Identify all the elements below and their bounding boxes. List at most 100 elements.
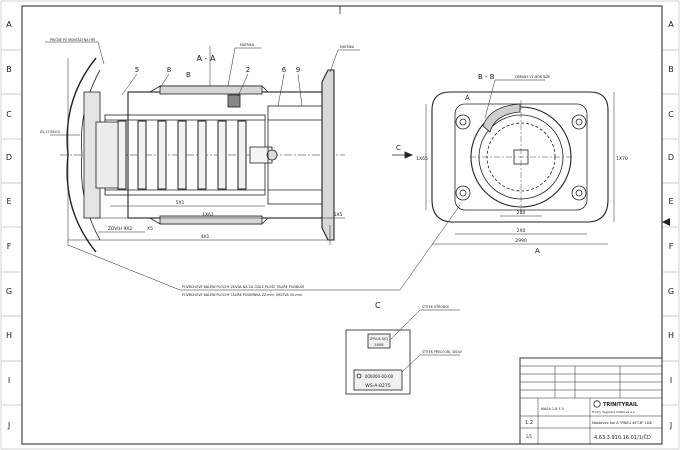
- view-c-label: C: [396, 144, 401, 152]
- dim-inner: 5X1: [176, 200, 185, 206]
- base-plate: [431, 91, 609, 223]
- bolt-hole-tr: [571, 114, 587, 130]
- section-aa: [45, 41, 461, 291]
- zone-letter: I: [8, 376, 10, 385]
- zone-letter: J: [669, 421, 672, 430]
- view-a-label-bottom: A: [535, 247, 540, 255]
- inner-frame: [21, 5, 663, 445]
- note-2: POVRCHOVÉ BALENÍ PLOCHY TALÍŘE PODMÍNKA …: [182, 292, 302, 297]
- section-aa-title: A - A: [197, 54, 216, 63]
- plate-line-3: 000000-00-00: [365, 374, 394, 379]
- balloon-9: 9: [296, 66, 300, 74]
- zone-letter: D: [6, 153, 12, 162]
- zone-letter: F: [669, 242, 674, 251]
- balloon-6: 6: [282, 66, 287, 74]
- detail-bottom-label: ŠTÍTEK PŘEDI OBJ. ŠKOLY: [422, 349, 462, 354]
- bb-dimension-texts: 2X0 2990 2X0 1X65 1X70: [416, 156, 628, 244]
- plate-top: [367, 333, 391, 349]
- detail-c: [345, 309, 460, 395]
- scale-value: 1:2: [525, 420, 533, 426]
- zone-letter: B: [6, 65, 12, 74]
- zone-letter: E: [6, 197, 11, 206]
- item-balloons: 5 8 2 6 9: [135, 66, 300, 74]
- guide-sleeve: [95, 121, 119, 189]
- section-bb-title: B - B: [478, 73, 495, 81]
- zone-letter: E: [668, 197, 673, 206]
- section-marker-b: B: [186, 71, 191, 79]
- zone-letter: H: [668, 331, 674, 340]
- zone-letters-right: A B C D E F G H I J: [668, 20, 674, 430]
- plate-line-1: ZPV-8 5/Q: [370, 337, 388, 341]
- right-housing: [267, 105, 323, 205]
- callout-mat2: MATRIKÁ: [340, 44, 355, 49]
- zone-letter: A: [6, 20, 12, 29]
- company-logo: [593, 400, 601, 408]
- company-sub: Trinity Vagonka Vráblová a.s.: [591, 410, 635, 414]
- bolt-hole-bl: [455, 185, 471, 201]
- center-mark-right: [662, 218, 670, 226]
- sheet-value: 1/1: [526, 434, 533, 439]
- dim-total: 4X1: [201, 234, 210, 240]
- block-insert: [227, 94, 241, 108]
- dim-right-w: 2X0: [517, 210, 526, 216]
- zone-letter: G: [668, 287, 674, 296]
- zone-letter: G: [6, 287, 12, 296]
- section-bb: [425, 79, 615, 245]
- zone-letter: C: [668, 110, 674, 119]
- plate-main: [353, 369, 403, 391]
- plate-line-2: 5008: [374, 343, 384, 347]
- zone-letter: D: [668, 153, 674, 162]
- bolt-hole-br: [571, 185, 587, 201]
- company-name: TRINITYRAIL: [603, 402, 639, 408]
- aa-dimension-texts: 5X1 1X61 ZDVIH 9X2 4X1 5X5 X5: [108, 200, 343, 240]
- dimension-lines: [67, 58, 345, 245]
- balloon-leaders: [121, 73, 303, 107]
- dim-plate-w: 2990: [515, 238, 527, 244]
- balloon-8: 8: [167, 66, 171, 74]
- rod-end: [266, 149, 278, 161]
- callout-right-top: OBRANY VÝ MONTÁŽE: [515, 74, 550, 79]
- balloon-2: 2: [246, 66, 250, 74]
- dim-mid: 1X61: [202, 212, 214, 218]
- zone-ticks: [1, 49, 679, 406]
- dim-plate-inner: 2X0: [517, 228, 526, 234]
- dim-end: 5X5: [334, 212, 343, 218]
- zone-letter: C: [6, 110, 12, 119]
- dim-stroke: ZDVIH 9X2: [108, 226, 133, 232]
- material-value: MASA 1.8.7.0: [541, 407, 564, 411]
- zone-letter: F: [7, 242, 12, 251]
- title-block-frame: [519, 357, 663, 445]
- detail-top-label: ŠTÍTEK VÝROBCE: [422, 304, 449, 309]
- zone-letter: J: [7, 421, 10, 430]
- zone-letters-left: A B C D E F G H I J: [6, 20, 12, 430]
- right-flange: [321, 69, 335, 241]
- balloon-5: 5: [135, 66, 139, 74]
- leader-lines: [45, 41, 461, 291]
- view-a-label-top: A: [465, 94, 470, 102]
- callout-mat1: MATRIKÁ: [240, 42, 255, 47]
- bolt-hole-tl: [455, 114, 471, 130]
- dim-flange: X5: [147, 226, 153, 232]
- note-1: POVRCHOVÉ BALENÍ PLOCHY ZDVIJA NA ZA ČID…: [182, 284, 304, 289]
- hatched-arc: [482, 103, 521, 133]
- outer-hatch-bottom: [159, 215, 263, 225]
- callout-pos: PRIČNÉ PO MONTÁŽI NA HŘÍ: [50, 37, 95, 42]
- outer-hatch-top: [159, 85, 263, 95]
- zone-letter: H: [6, 331, 12, 340]
- zone-letter: B: [668, 65, 674, 74]
- title-block: [519, 357, 663, 445]
- plate-line-4: WS-A-8275: [365, 383, 390, 389]
- detail-c-frame: [345, 329, 411, 395]
- spring-coils: [117, 120, 247, 190]
- zone-letter: I: [670, 376, 672, 385]
- zone-letter: A: [668, 20, 674, 29]
- detail-c-title: C: [375, 301, 381, 310]
- view-c-arrow: [392, 151, 414, 159]
- drawing-title: Nástavec kol A "PNEU 4ET-B" LKK: [592, 421, 652, 425]
- callout-left-dim: Ø1,27(SELO): [40, 129, 60, 134]
- dim-height-r: 1X70: [616, 156, 628, 162]
- drawing-number: 4.63.3.910.16.01/1/ČD: [594, 434, 651, 441]
- dim-height-l: 1X65: [416, 156, 428, 162]
